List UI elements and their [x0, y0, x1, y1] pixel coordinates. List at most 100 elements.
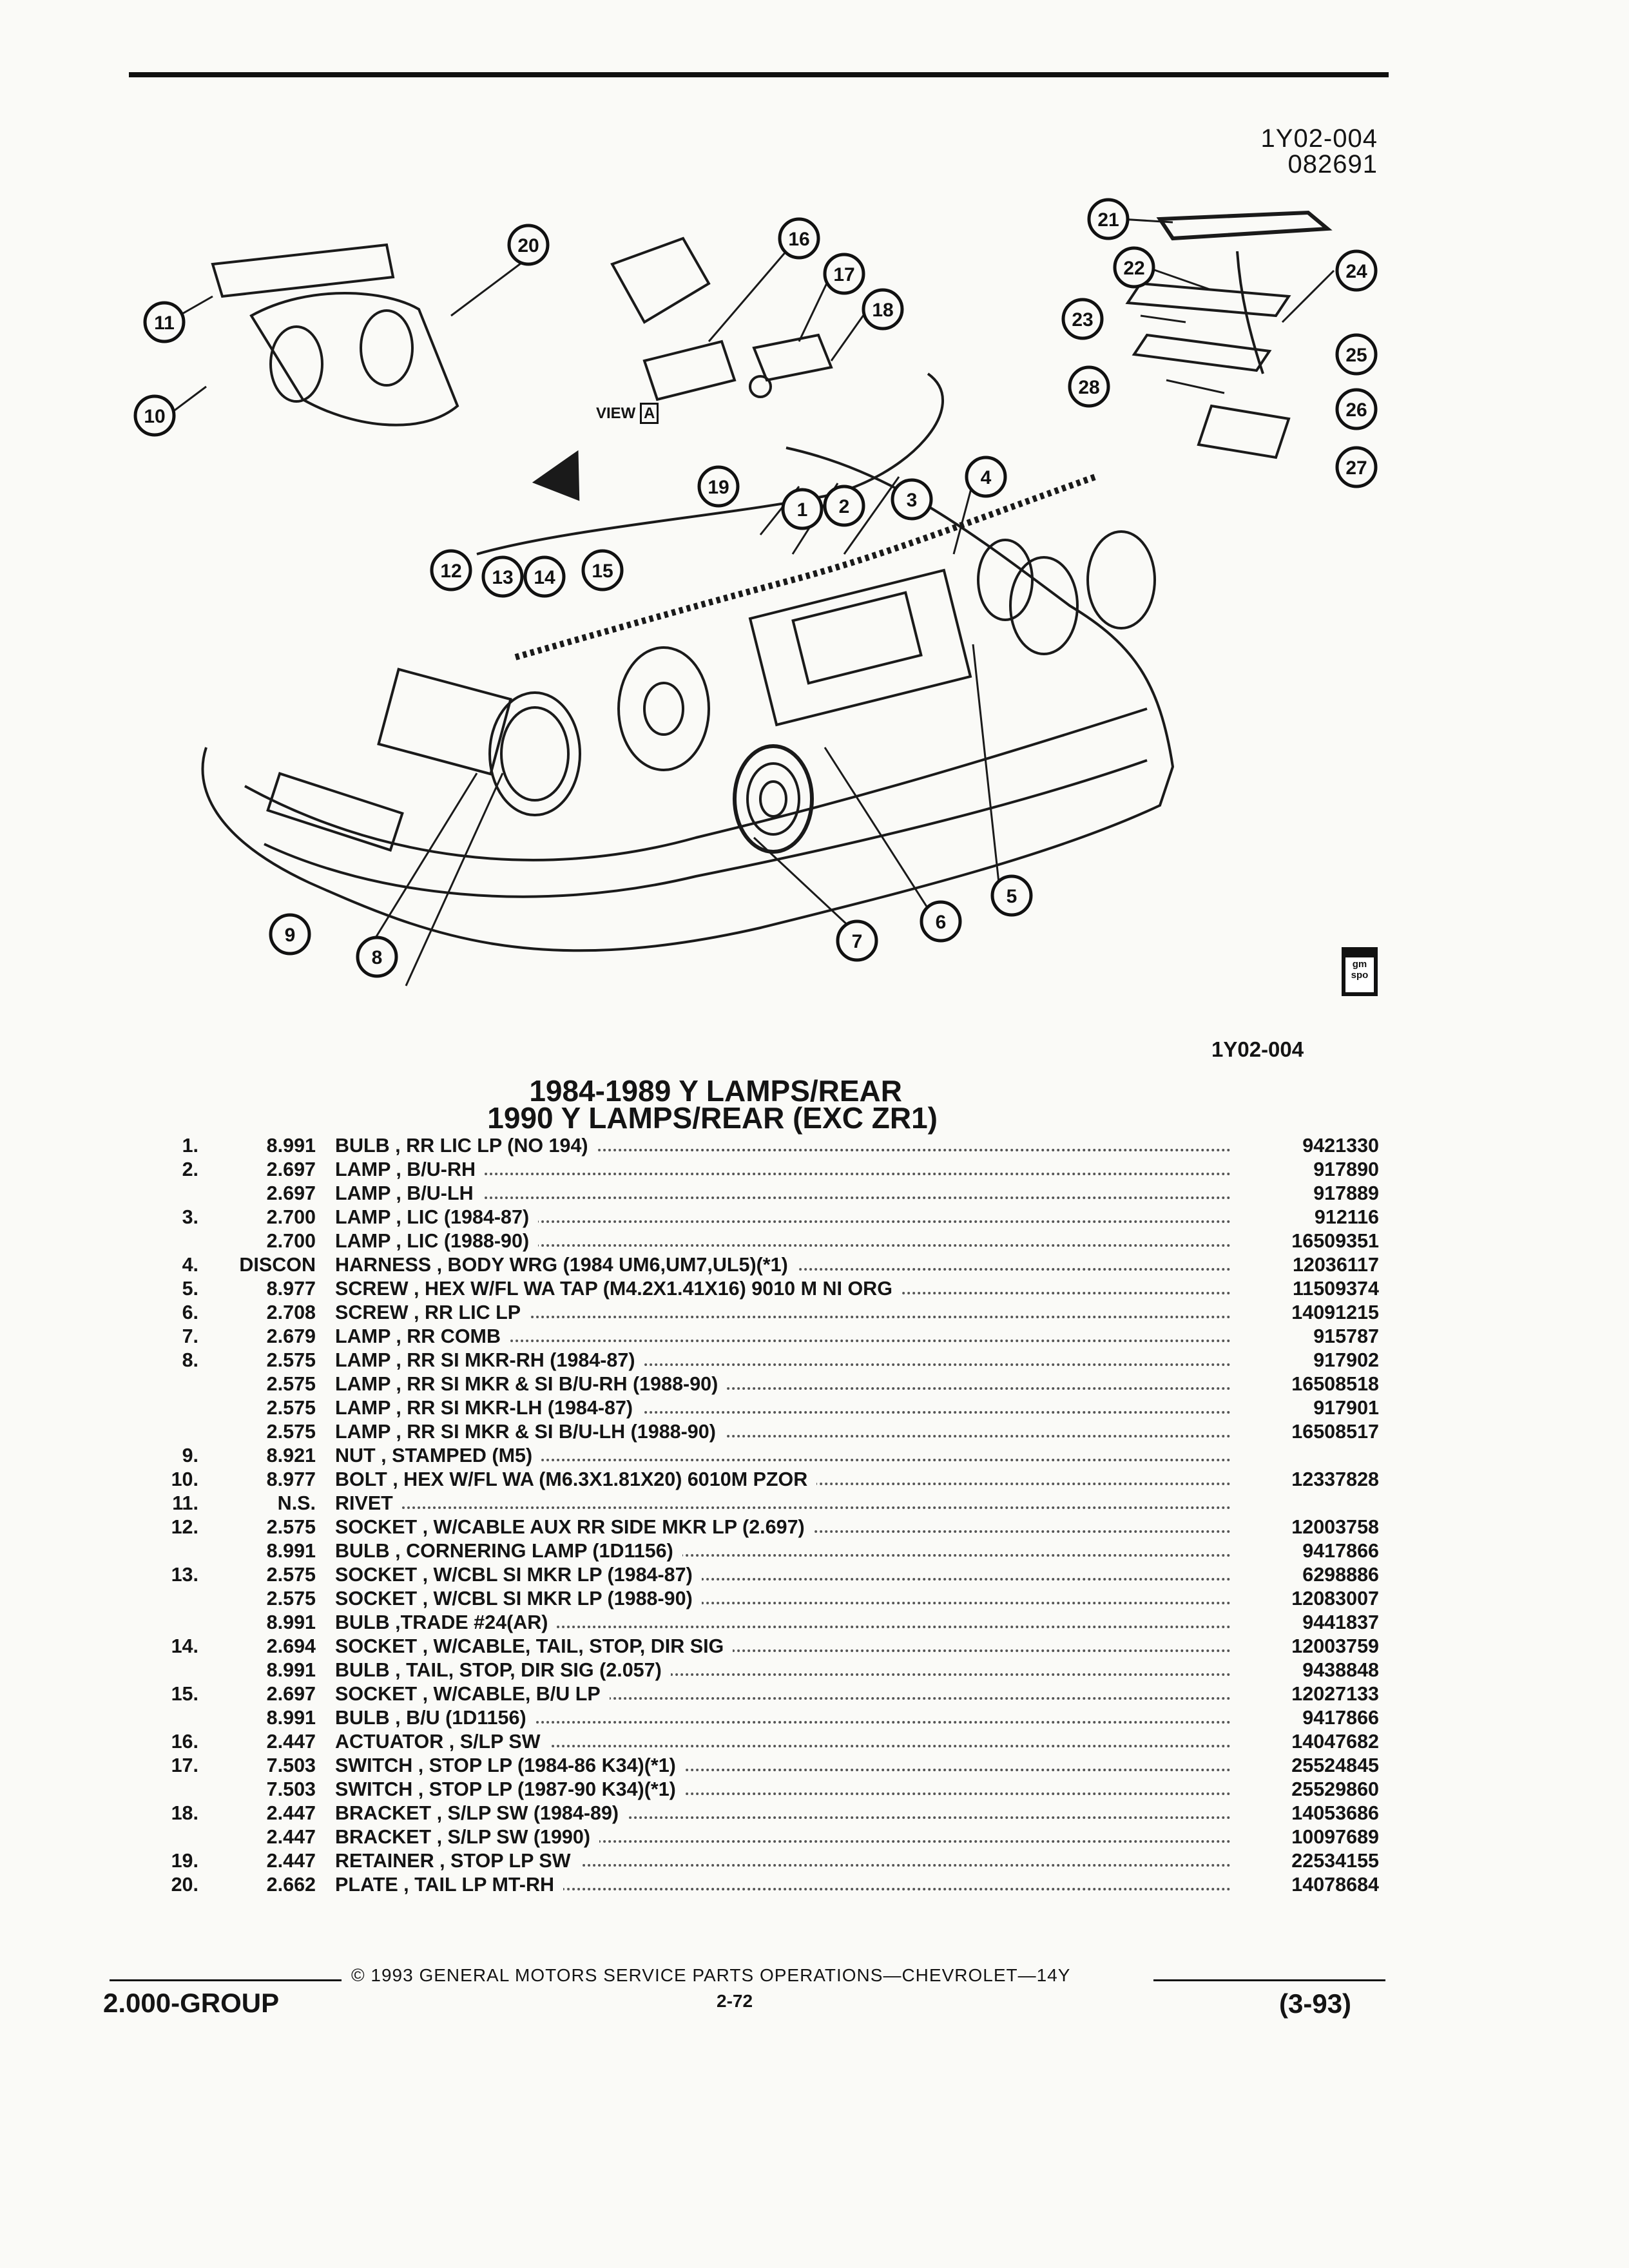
item-number: 1.: [182, 1135, 198, 1157]
part-number: 9417866: [1302, 1707, 1379, 1729]
part-number: 14091215: [1291, 1302, 1379, 1323]
part-number: 22534155: [1291, 1850, 1379, 1872]
part-number: 12083007: [1291, 1588, 1379, 1610]
svg-text:27: 27: [1345, 457, 1367, 479]
table-row: 8.991 BULB , B/U (1D1156) 9417866: [142, 1706, 1379, 1730]
svg-text:21: 21: [1097, 209, 1119, 231]
group-number: 2.662: [266, 1874, 316, 1896]
part-number: 16509351: [1291, 1230, 1379, 1252]
part-description: BULB , TAIL, STOP, DIR SIG (2.057): [335, 1658, 1231, 1682]
footer-rule-right: [1153, 1979, 1385, 1981]
callout-18: 18: [862, 288, 904, 331]
part-number: 12337828: [1291, 1468, 1379, 1490]
title-line-1: 1984-1989 Y LAMPS/REAR: [529, 1074, 902, 1108]
callout-3: 3: [891, 478, 933, 521]
item-number: 6.: [182, 1302, 198, 1323]
item-number: 19.: [171, 1850, 198, 1872]
part-number: 14047682: [1291, 1731, 1379, 1753]
part-description: SOCKET , W/CABLE, TAIL, STOP, DIR SIG: [335, 1635, 1231, 1658]
figure-code: 1Y02-004: [1260, 124, 1378, 153]
svg-text:19: 19: [708, 477, 729, 498]
group-number: 8.991: [266, 1540, 316, 1562]
rear-body-outline: [201, 447, 1175, 952]
part-number: 917902: [1313, 1349, 1379, 1371]
side-marker-lamp: [266, 772, 404, 852]
group-number: 8.977: [266, 1468, 316, 1490]
group-number: 2.575: [266, 1588, 316, 1610]
figure-id: 1Y02-004 082691: [1261, 126, 1378, 177]
page-number: 2-72: [717, 1991, 753, 2011]
item-number: 11.: [172, 1492, 198, 1514]
part-number: 917890: [1313, 1158, 1379, 1180]
item-number: 3.: [182, 1206, 198, 1228]
item-number: 2.: [182, 1158, 198, 1180]
callout-9: 9: [269, 913, 311, 956]
group-number: 2.700: [266, 1230, 316, 1252]
part-description: BULB , CORNERING LAMP (1D1156): [335, 1539, 1231, 1563]
table-row: 11.N.S.RIVET: [142, 1492, 1379, 1515]
part-description: BULB , B/U (1D1156): [335, 1706, 1231, 1730]
part-description: LAMP , RR COMB: [335, 1325, 1231, 1349]
part-description: PLATE , TAIL LP MT-RH: [335, 1873, 1231, 1897]
part-number: 9438848: [1302, 1659, 1379, 1681]
svg-text:16: 16: [788, 229, 809, 250]
callout-22: 22: [1113, 246, 1155, 289]
stop-lamp-switch-assembly: [610, 236, 833, 401]
table-row: 2.575 SOCKET , W/CBL SI MKR LP (1988-90) 1…: [142, 1587, 1379, 1611]
svg-text:6: 6: [936, 912, 947, 933]
svg-text:23: 23: [1072, 309, 1093, 331]
part-number: 915787: [1313, 1325, 1379, 1347]
part-description: HARNESS , BODY WRG (1984 UM6,UM7,UL5)(*1…: [335, 1253, 1231, 1277]
part-number: 917889: [1313, 1182, 1379, 1204]
table-row: 8.991 BULB , TAIL, STOP, DIR SIG (2.057) 9…: [142, 1658, 1379, 1682]
callout-5: 5: [990, 874, 1033, 917]
svg-text:11: 11: [154, 312, 175, 334]
part-description: RETAINER , STOP LP SW: [335, 1849, 1231, 1873]
gmspo-logo: gm spo: [1342, 947, 1378, 996]
part-number: 14053686: [1291, 1802, 1379, 1824]
callout-14: 14: [523, 555, 566, 598]
group-number: 2.447: [266, 1850, 316, 1872]
svg-text:8: 8: [372, 947, 383, 968]
part-description: SOCKET , W/CABLE, B/U LP: [335, 1682, 1231, 1706]
bumper-line: [244, 707, 1148, 861]
group-number: 2.697: [266, 1683, 316, 1705]
view-a-label: VIEW A: [596, 403, 659, 424]
item-number: 14.: [171, 1635, 198, 1657]
callout-10: 10: [133, 394, 176, 437]
group-number: 2.694: [266, 1635, 316, 1657]
svg-text:22: 22: [1123, 258, 1144, 279]
group-number: 2.447: [266, 1802, 316, 1824]
callout-28: 28: [1068, 365, 1110, 408]
table-row: 19. 2.447 RETAINER , STOP LP SW 22534155: [142, 1849, 1379, 1873]
part-description: BRACKET , S/LP SW (1984-89): [335, 1802, 1231, 1825]
svg-text:14: 14: [534, 567, 555, 588]
part-number: 12036117: [1292, 1254, 1379, 1276]
part-description: LAMP , B/U-RH: [335, 1158, 1231, 1182]
callout-1: 1: [781, 488, 824, 530]
part-description: LAMP , RR SI MKR & SI B/U-RH (1988-90): [335, 1372, 1231, 1396]
part-description: SOCKET , W/CBL SI MKR LP (1988-90): [335, 1587, 1231, 1611]
part-description: SCREW , HEX W/FL WA TAP (M4.2X1.41X16) 9…: [335, 1277, 1231, 1301]
title-line-2: 1990 Y LAMPS/REAR (EXC ZR1): [487, 1101, 938, 1135]
svg-text:5: 5: [1007, 886, 1017, 907]
group-number: 8.991: [266, 1659, 316, 1681]
top-rule: [129, 72, 1389, 77]
svg-text:7: 7: [852, 931, 863, 952]
group-number: N.S.: [277, 1492, 316, 1514]
svg-text:12: 12: [440, 561, 461, 582]
group-number: 7.503: [266, 1754, 316, 1776]
group-number: 8.991: [266, 1707, 316, 1729]
callout-25: 25: [1335, 333, 1378, 376]
part-number: 16508518: [1291, 1373, 1379, 1395]
part-number: 16508517: [1291, 1421, 1379, 1443]
group-number: 2.700: [266, 1206, 316, 1228]
revision-date: (3-93): [1279, 1988, 1352, 2019]
